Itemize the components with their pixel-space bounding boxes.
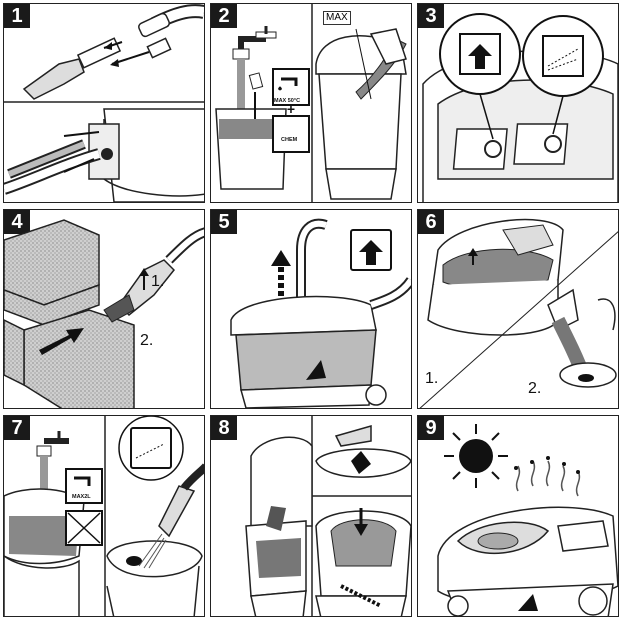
step-9-panel: 9 [417, 415, 619, 617]
step-2-illustration: + [215, 4, 407, 202]
step-5-panel: 5 [210, 209, 412, 409]
step-9-number: 9 [418, 416, 444, 440]
step-3-illustration [422, 13, 618, 202]
step-5-illustration [230, 218, 411, 408]
step-1-panel: 1 [3, 3, 205, 203]
step-7-number: 7 [4, 416, 30, 440]
step-6-illustration [419, 218, 618, 408]
max-volume-label: MAX2L [72, 494, 91, 500]
sun-icon [444, 424, 508, 488]
step-3-number: 3 [418, 4, 444, 28]
step-7-illustration [4, 416, 204, 616]
step-1-illustration [4, 4, 204, 202]
step-5-number: 5 [211, 210, 237, 234]
step-2-panel: 2 + MAX MAX 50°C CHEM [210, 3, 412, 203]
step-4-illustration [4, 219, 204, 408]
step-1-number: 1 [4, 4, 30, 28]
step-6-label-1: 1. [425, 370, 439, 387]
step-2-number: 2 [211, 4, 237, 28]
step-4-panel: 4 1. 2. [3, 209, 205, 409]
step-6-panel: 6 1. 2. [417, 209, 619, 409]
max-fill-label: MAX [323, 11, 351, 25]
step-4-label-2: 2. [140, 332, 154, 349]
step-7-panel: 7 MAX2L [3, 415, 205, 617]
step-8-number: 8 [211, 416, 237, 440]
step-3-panel: 3 [417, 3, 619, 203]
step-4-label-1: 1. [151, 273, 165, 290]
step-6-number: 6 [418, 210, 444, 234]
step-4-number: 4 [4, 210, 30, 234]
max-temperature-label: MAX 50°C [274, 98, 301, 104]
step-8-panel: 8 [210, 415, 412, 617]
chem-label: CHEM [281, 137, 298, 143]
step-6-label-2: 2. [528, 380, 542, 397]
svg-text:+: + [287, 101, 295, 117]
step-8-illustration [245, 416, 411, 616]
step-9-illustration [437, 424, 618, 616]
